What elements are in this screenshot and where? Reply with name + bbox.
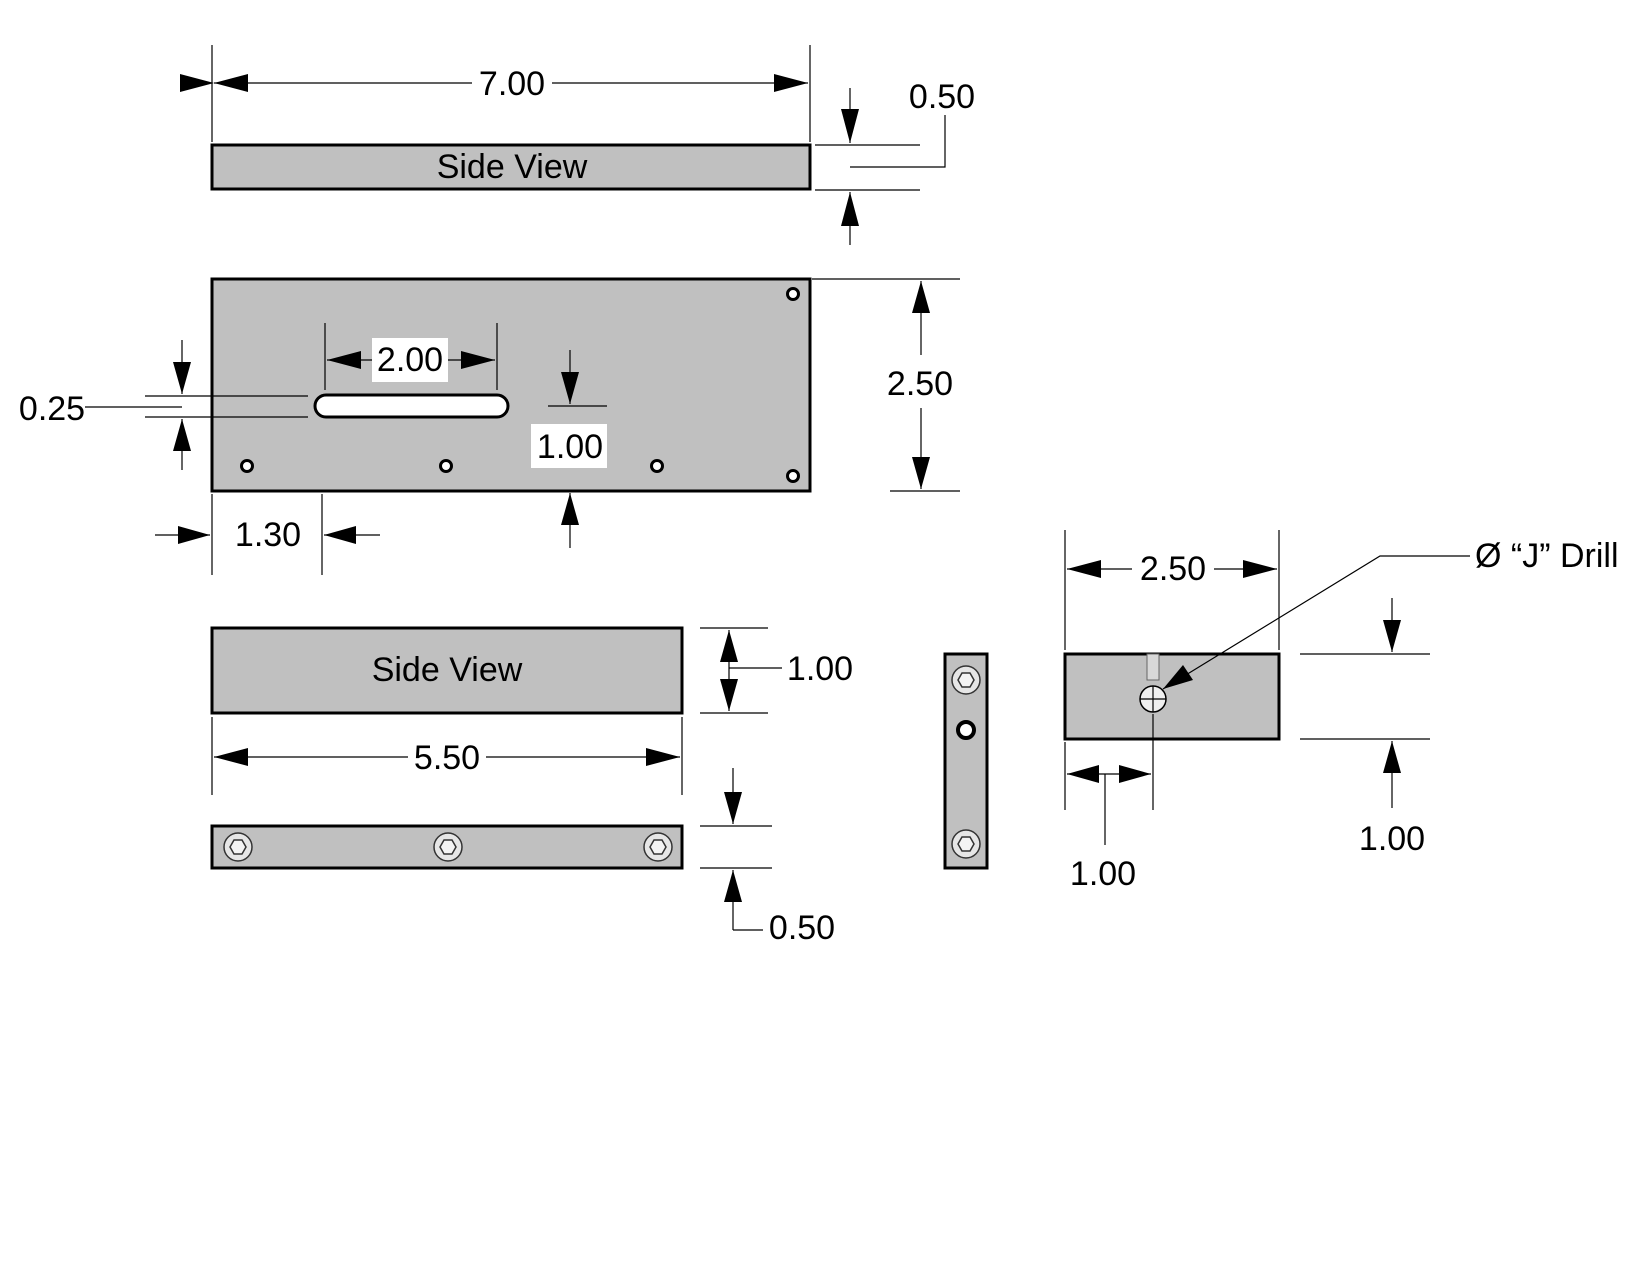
dim-bar-thickness: 0.50 [700, 768, 835, 947]
plate-body [210, 277, 812, 493]
dim-drill-offset-y-label: 1.00 [1359, 820, 1425, 858]
dim-slot-offset: 1.00 [531, 350, 607, 548]
dim-end-block-width-label: 2.50 [1140, 550, 1206, 588]
drill-callout-label: Ø “J” Drill [1475, 537, 1619, 575]
drill-bore [1146, 653, 1160, 681]
drill-callout: Ø “J” Drill [1162, 537, 1619, 690]
dim-hole-edge: 1.30 [155, 494, 380, 575]
dim-end-block-width: 2.50 [1064, 530, 1280, 650]
dim-top-length: 7.00 [180, 45, 811, 142]
hole-bottom-3 [650, 459, 664, 473]
dim-block-height-label: 1.00 [787, 650, 853, 688]
socket-head-screw-icon [223, 832, 253, 862]
dim-drill-offset-x-label: 1.00 [1070, 855, 1136, 893]
dim-plate-width-label: 2.50 [887, 365, 953, 403]
hole-corner-bottom-right [786, 469, 800, 483]
end-block [1063, 652, 1281, 741]
dim-block-length-label: 5.50 [414, 739, 480, 777]
dim-drill-offset-y: 1.00 [1300, 598, 1430, 858]
dim-bar-thickness-label: 0.50 [769, 909, 835, 947]
dim-slot-width: 0.25 [19, 340, 308, 470]
socket-head-screw-icon [433, 832, 463, 862]
end-block-body [1063, 652, 1281, 741]
block-side-view: Side View [210, 626, 684, 715]
top-side-view-body [210, 143, 812, 191]
block-side-view-label: Side View [372, 651, 523, 689]
dim-slot-offset-label: 1.00 [537, 428, 603, 466]
hole-bottom-1 [240, 459, 254, 473]
block-side-view-body [210, 626, 684, 715]
dim-top-thickness-label: 0.50 [909, 78, 975, 116]
slot [313, 393, 510, 419]
dim-slot-width-label: 0.25 [19, 390, 85, 428]
dim-slot-length-label: 2.00 [377, 341, 443, 379]
screw-bar [210, 824, 684, 870]
dim-hole-edge-label: 1.30 [235, 516, 301, 554]
dim-top-length-label: 7.00 [479, 65, 545, 103]
end-bar [943, 652, 989, 870]
hole-corner-top-right [786, 287, 800, 301]
socket-head-screw-icon [951, 829, 981, 859]
dim-slot-length: 2.00 [324, 323, 498, 390]
dim-block-height: 1.00 [700, 627, 853, 714]
socket-head-screw-icon [643, 832, 673, 862]
hole-bottom-2 [439, 459, 453, 473]
drill-hole-icon [956, 720, 976, 740]
plate-top-view [210, 277, 812, 493]
dim-drill-offset-x: 1.00 [1064, 714, 1154, 893]
dim-top-thickness: 0.50 [815, 78, 975, 245]
dim-plate-width: 2.50 [812, 278, 960, 492]
top-side-view-label: Side View [437, 148, 588, 186]
top-side-view: Side View [210, 143, 812, 191]
dim-block-length: 5.50 [211, 717, 683, 795]
socket-head-screw-icon [951, 665, 981, 695]
